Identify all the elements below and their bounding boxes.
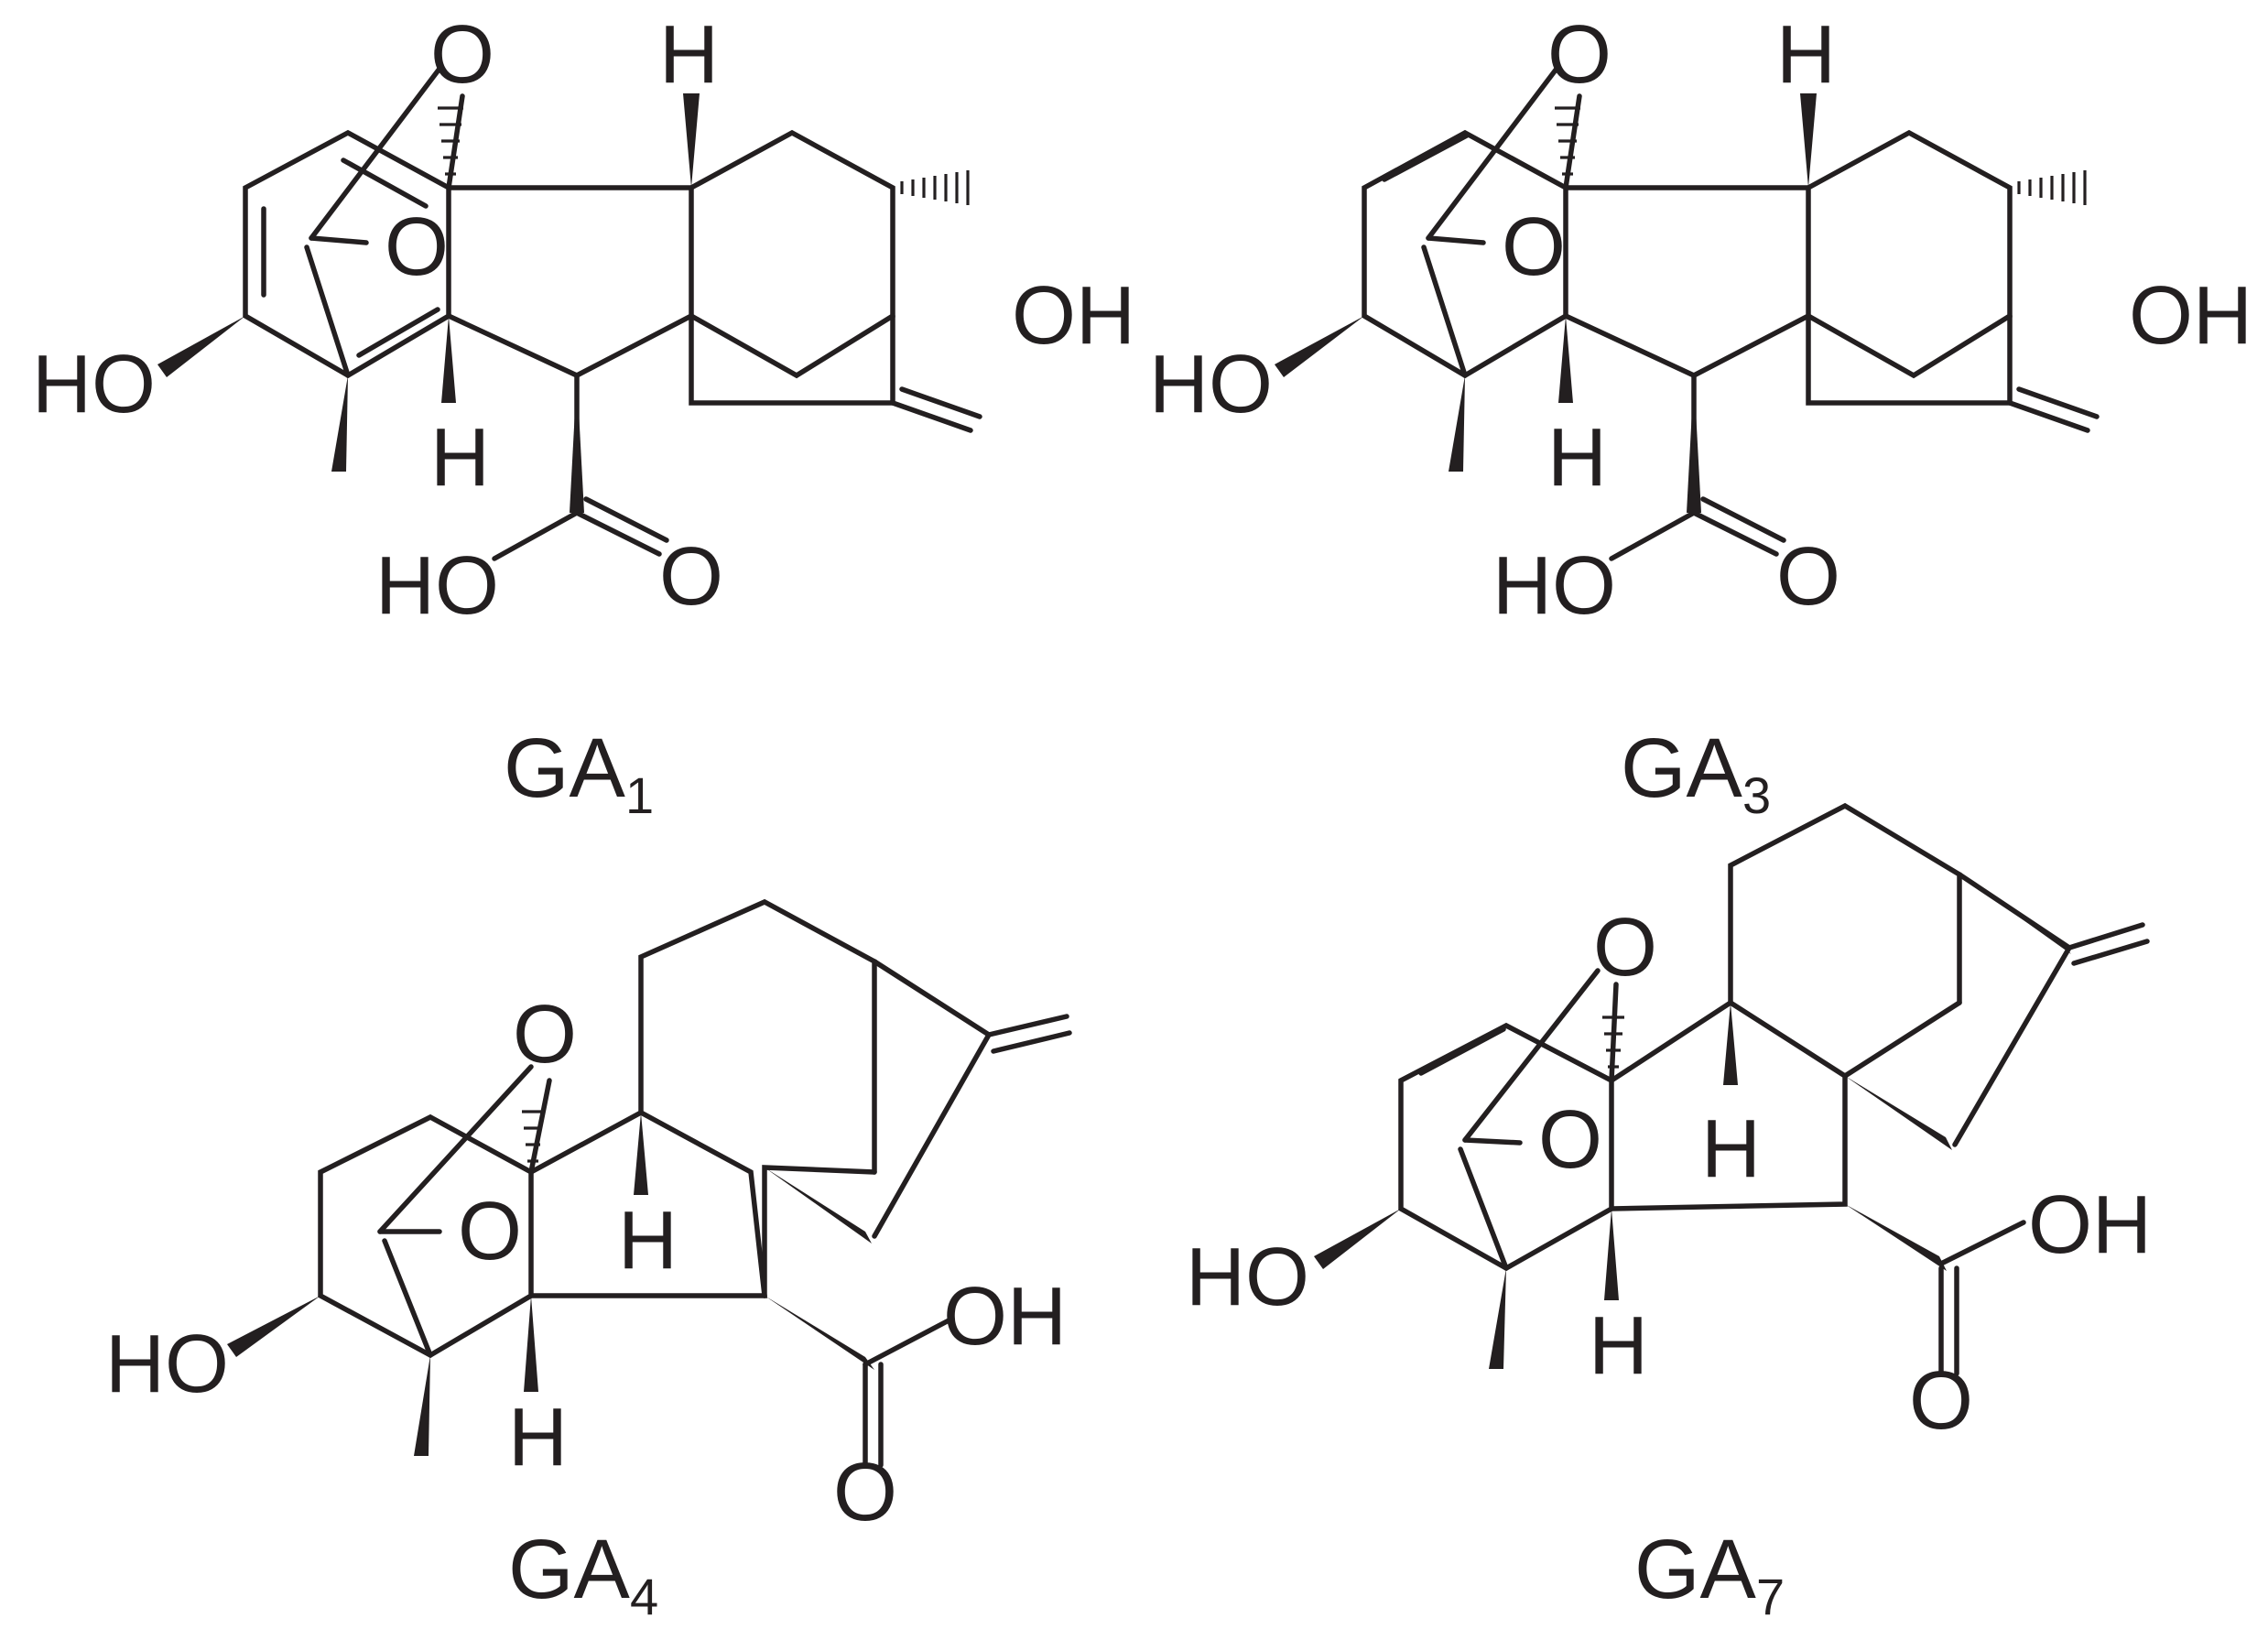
- ga4-atom-o-top: O: [513, 989, 577, 1081]
- ga4-atom-oh-acid: OH: [943, 1271, 1067, 1363]
- ga3-hash-epoxy: [1555, 106, 1580, 176]
- ga7-hash-epoxy: [1602, 1015, 1624, 1069]
- ga7-title: GA7: [1634, 1523, 1785, 1625]
- ga1-stereo: [157, 93, 970, 513]
- ga4-wedge-h-mid: [634, 1113, 648, 1195]
- ga1-atom-ho-acid: HO: [375, 540, 499, 632]
- ga3-atom-h-bottom: H: [1547, 412, 1607, 504]
- ga3-atom-ho-left: HO: [1149, 339, 1273, 430]
- ga3-bonds: [1362, 66, 2100, 561]
- ga7-atom-h-bottom: H: [1589, 1300, 1648, 1392]
- ga7-atom-o-top: O: [1593, 902, 1657, 994]
- ga1-atoms: O H O OH HO H HO O: [32, 9, 1135, 632]
- ga3-atom-o-acid: O: [1776, 531, 1840, 623]
- ga7-atom-h-mid: H: [1701, 1103, 1761, 1195]
- ga1-wedge-methyl: [331, 375, 348, 472]
- ga3-wedge-ho: [1275, 316, 1364, 377]
- molecule-ga1: O H O OH HO H HO O GA1: [32, 9, 1135, 824]
- ga3-atoms: O H O OH HO H HO O: [1149, 9, 2252, 632]
- ga3-atom-h-top: H: [1776, 9, 1836, 101]
- ga1-hash-epoxy: [438, 106, 463, 176]
- ga1-wedge-h-top: [683, 93, 700, 188]
- ga1-hash-oh: [900, 170, 970, 205]
- ga1-atom-ho-left: HO: [32, 339, 156, 430]
- ga4-wedge-h-bottom: [524, 1296, 538, 1392]
- molecule-ga3: O H O OH HO H HO O GA3: [1149, 9, 2252, 824]
- ga7-wedge-methyl: [1489, 1268, 1506, 1369]
- ga3-wedge-h-top: [1800, 93, 1817, 188]
- ga4-wedge-bridge: [765, 1167, 872, 1243]
- ga4-atom-o-acid: O: [833, 1447, 897, 1538]
- ga4-hash-epoxy: [522, 1110, 544, 1163]
- ga1-wedge-ho: [157, 316, 245, 377]
- ga1-title: GA1: [504, 722, 654, 824]
- ga4-atom-h-mid: H: [618, 1195, 678, 1287]
- ga3-wedge-methyl: [1449, 375, 1465, 472]
- ga4-title: GA4: [508, 1523, 658, 1625]
- ga7-atom-oh-acid: OH: [2028, 1179, 2152, 1271]
- ga1-wedge-h-bottom: [441, 316, 456, 403]
- ga1-atom-o-top: O: [430, 9, 494, 101]
- ga7-wedge-ho: [1314, 1209, 1401, 1269]
- ga3-atom-o-top: O: [1547, 9, 1611, 101]
- ga7-wedge-bridge: [1845, 1076, 1952, 1150]
- ga7-atom-o-lactone: O: [1538, 1094, 1602, 1186]
- ga1-bonds: [243, 66, 982, 561]
- ga3-hash-oh: [2017, 170, 2087, 205]
- ga4-atoms: O O H OH HO H O: [105, 989, 1067, 1538]
- ga7-atoms: O O H OH HO H O: [1186, 902, 2152, 1447]
- ga4-bonds: [318, 898, 1072, 1468]
- ga7-atom-ho-left: HO: [1186, 1232, 1309, 1323]
- molecule-ga7: O O H OH HO H O GA7: [1186, 802, 2152, 1625]
- ga1-atom-oh-right: OH: [1012, 270, 1135, 362]
- ga4-wedge-methyl: [414, 1355, 430, 1456]
- ga3-title: GA3: [1621, 722, 1771, 824]
- ga4-wedge-cooh: [765, 1296, 874, 1370]
- ga7-stereo: [1314, 874, 2071, 1369]
- ga1-atom-h-top: H: [659, 9, 719, 101]
- ga7-wedge-h-bottom: [1604, 1209, 1619, 1300]
- ga3-stereo: [1275, 93, 2087, 513]
- ga4-stereo: [227, 1110, 874, 1456]
- ga1-wedge-cooh: [570, 375, 584, 513]
- ga7-wedge-cooh: [1845, 1204, 1947, 1271]
- ga4-atom-o-lactone: O: [458, 1186, 522, 1277]
- ga7-atom-o-acid: O: [1909, 1355, 1973, 1447]
- ga1-atom-o-acid: O: [659, 531, 723, 623]
- ga4-wedge-ho: [227, 1296, 320, 1357]
- ga4-atom-ho-left: HO: [105, 1319, 229, 1410]
- ga3-atom-oh-right: OH: [2129, 270, 2252, 362]
- ga7-wedge-alkene: [1959, 874, 2071, 954]
- ga7-wedge-h-mid: [1723, 1003, 1738, 1085]
- ga3-atom-ho-acid: HO: [1492, 540, 1616, 632]
- ga1-atom-h-bottom: H: [430, 412, 490, 504]
- ga3-wedge-cooh: [1687, 375, 1701, 513]
- ga3-atom-o-lactone: O: [1502, 201, 1566, 293]
- ga1-atom-o-lactone: O: [385, 201, 449, 293]
- ga3-wedge-h-bottom: [1558, 316, 1573, 403]
- ga4-atom-h-bottom: H: [508, 1392, 568, 1483]
- ga7-bonds: [1398, 802, 2150, 1376]
- molecule-ga4: O O H OH HO H O GA4: [105, 898, 1072, 1625]
